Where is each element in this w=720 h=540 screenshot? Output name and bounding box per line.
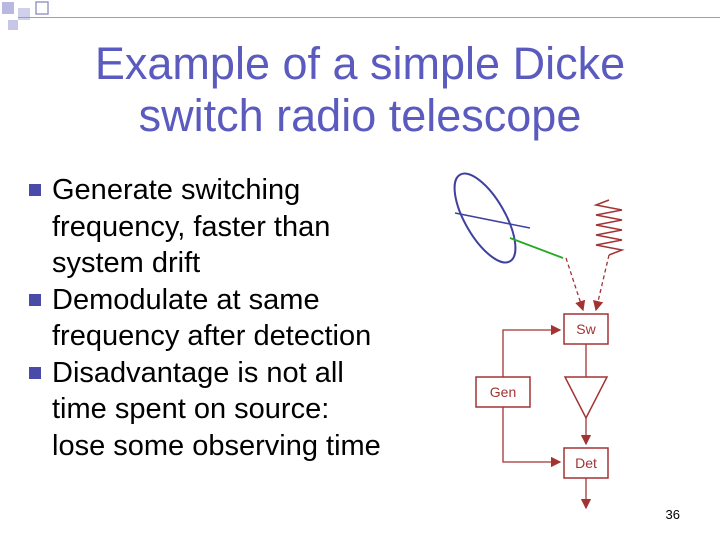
- detector-block: Det: [563, 447, 609, 479]
- bullet-line: frequency, faster than: [52, 210, 331, 243]
- antenna-signal-line: [565, 257, 586, 312]
- bullet-line: time spent on source:: [52, 393, 330, 425]
- top-rule: [18, 17, 720, 18]
- bullet-line: frequency after detection: [52, 320, 372, 352]
- bullet-item: Disadvantage is not all time spent on so…: [22, 355, 442, 465]
- page-number: 36: [665, 507, 680, 522]
- bullet-square-icon: [29, 366, 41, 379]
- antenna-dish-icon: [453, 172, 531, 264]
- detector-label: Det: [575, 455, 597, 471]
- bullet-item: Generate switching frequency, faster tha…: [22, 172, 442, 282]
- resistor-icon: [593, 199, 625, 256]
- switch-label: Sw: [576, 321, 596, 337]
- bullet-square-icon: [29, 184, 41, 196]
- title-line-1: Example of a simple Dicke: [94, 38, 626, 89]
- generator-to-switch-line: [502, 324, 562, 377]
- bullet-line: Generate switching: [52, 174, 301, 206]
- generator-block: Gen: [475, 376, 531, 408]
- bullet-item: Demodulate at same frequency after detec…: [22, 282, 442, 355]
- title-line-2: switch radio telescope: [138, 90, 582, 141]
- generator-label: Gen: [490, 384, 516, 400]
- bullet-square-icon: [29, 293, 41, 306]
- bullet-line: system drift: [52, 247, 201, 279]
- antenna-feed-line: [509, 237, 564, 259]
- generator-to-detector-line: [502, 407, 562, 468]
- bullet-list: Generate switching frequency, faster tha…: [22, 172, 442, 464]
- bullet-line: Disadvantage is not all: [52, 356, 344, 389]
- dicke-switch-diagram: Sw Gen Det: [453, 172, 625, 510]
- switch-block: Sw: [563, 313, 609, 345]
- slide-title: Example of a simple Dicke switch radio t…: [40, 38, 680, 142]
- bullet-line: Demodulate at same: [52, 283, 320, 316]
- corner-decoration: [2, 1, 49, 30]
- bullet-line: lose some observing time: [52, 429, 381, 462]
- amplifier-icon: [563, 376, 609, 420]
- reference-load-line: [593, 254, 610, 312]
